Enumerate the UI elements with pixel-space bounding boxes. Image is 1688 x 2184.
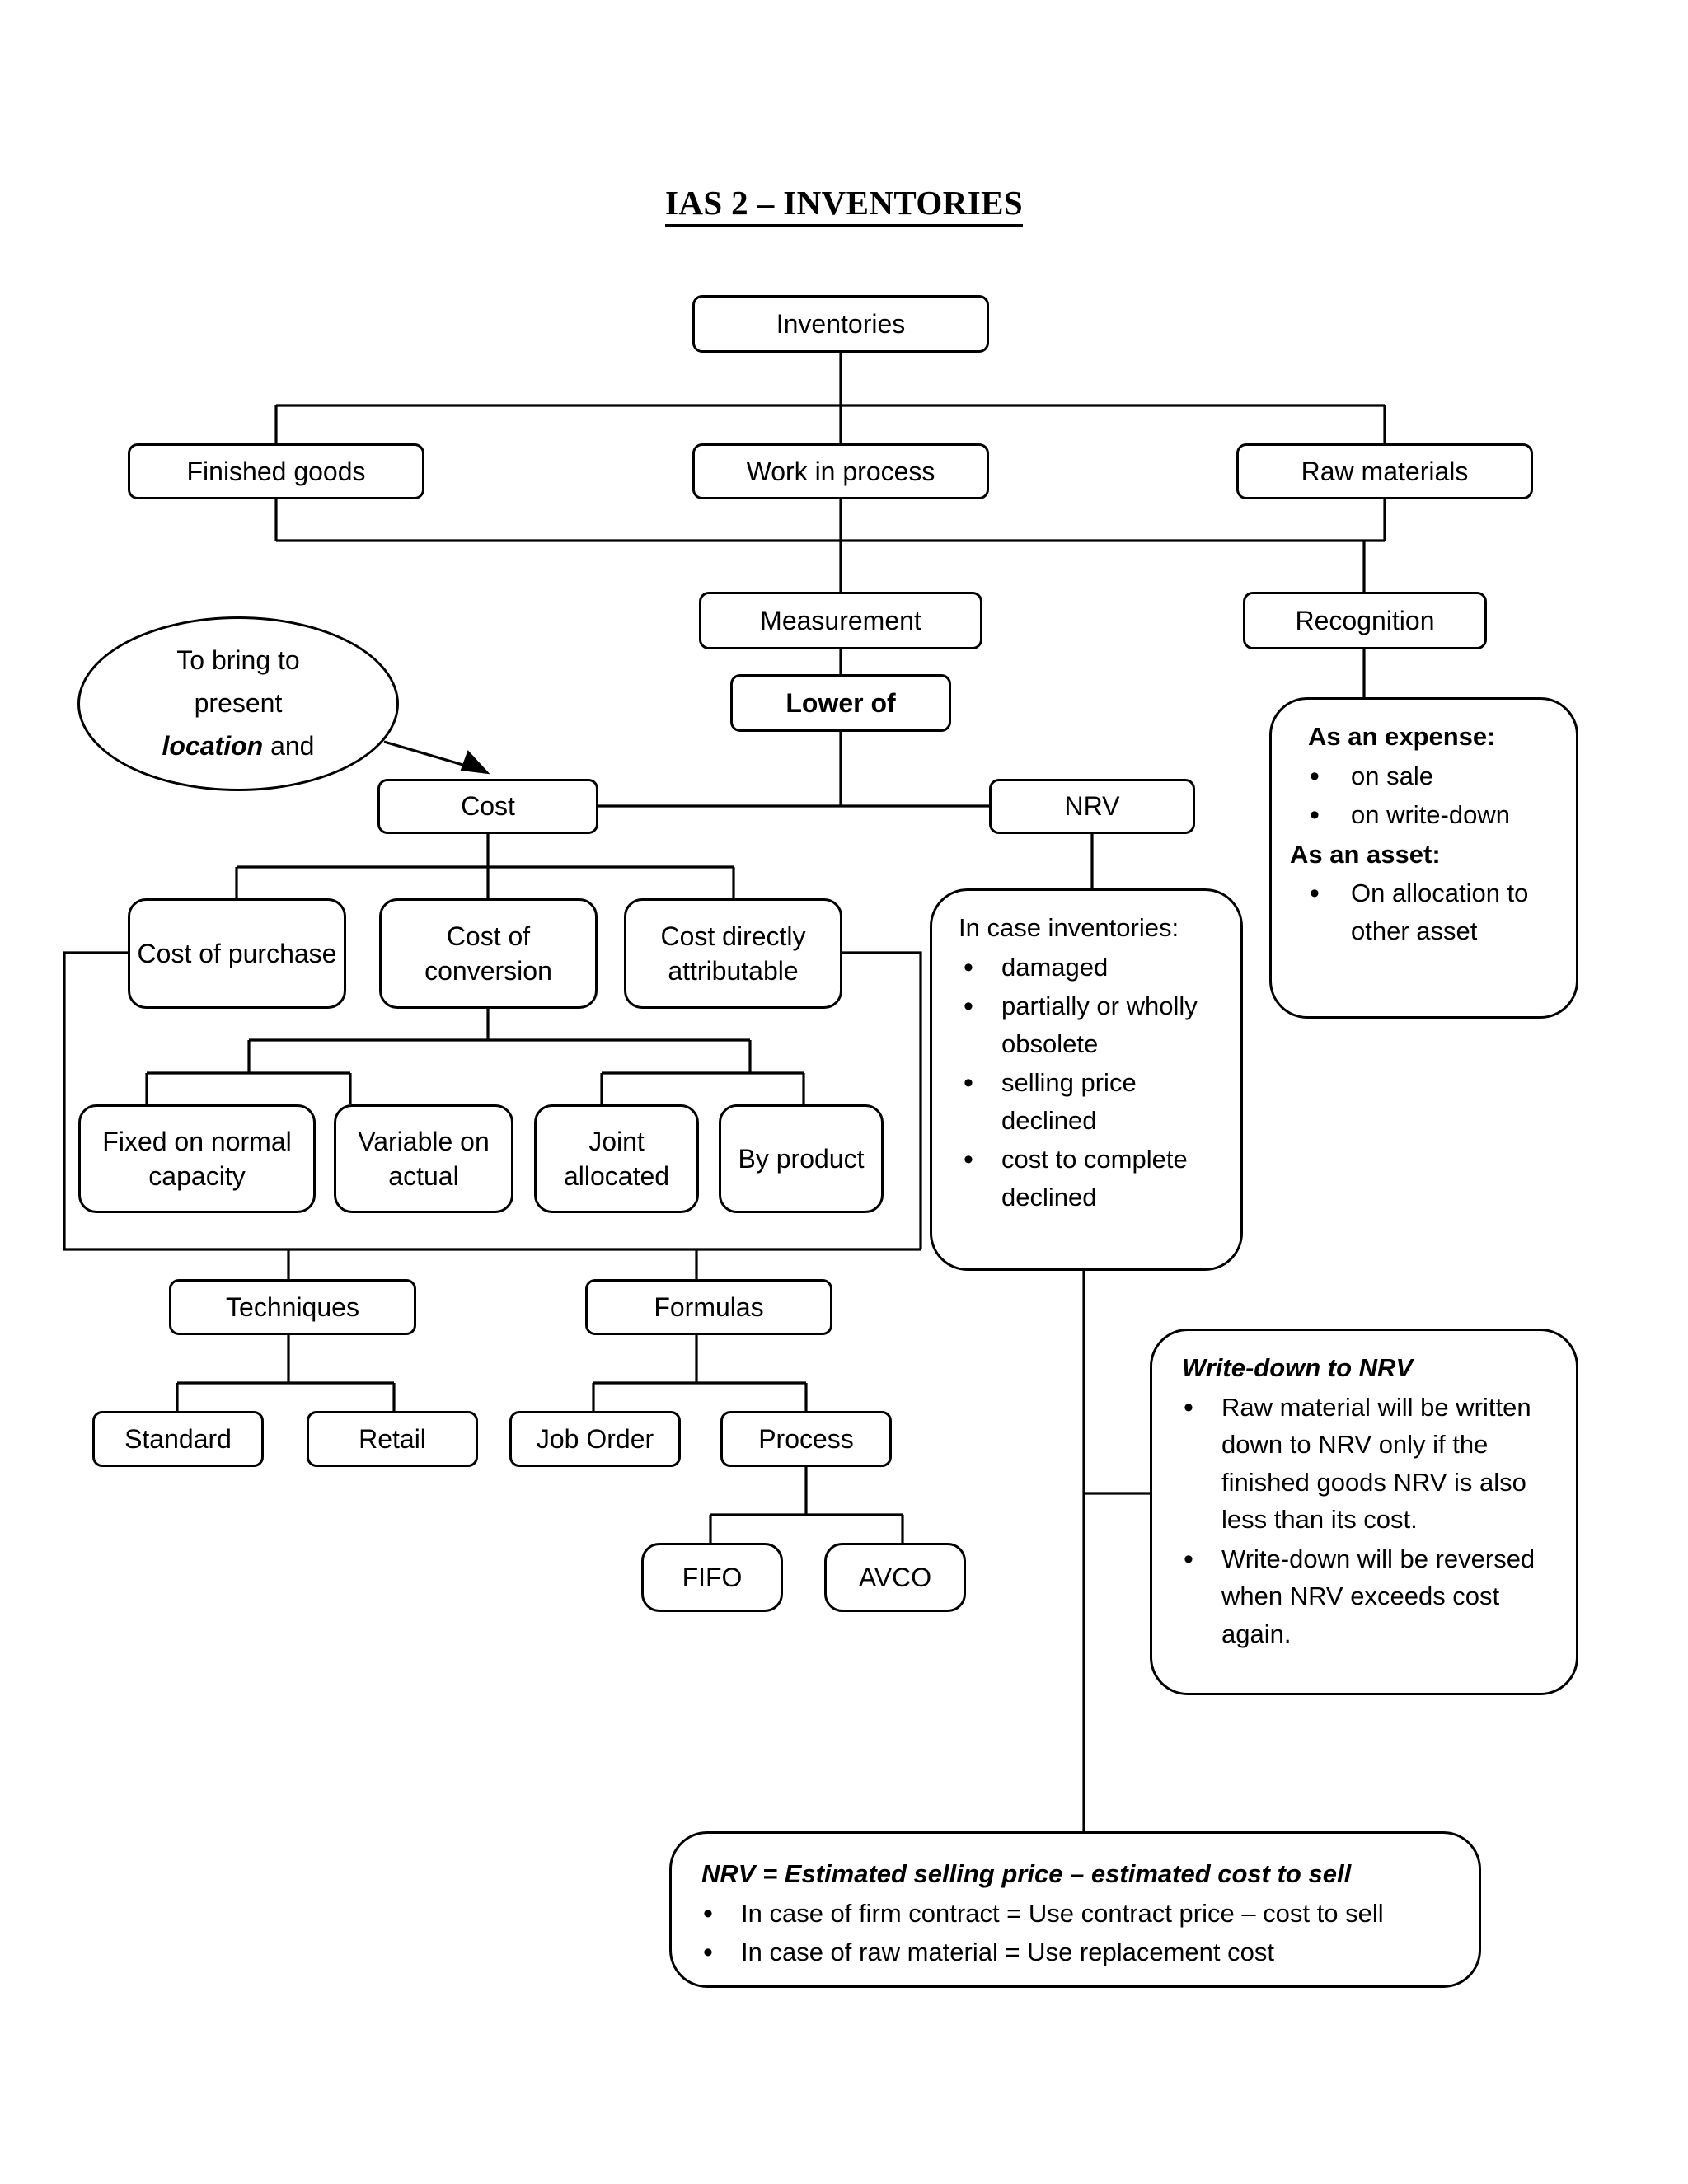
node-lower-of[interactable]: Lower of: [730, 674, 951, 732]
list-item: Raw material will be written down to NRV…: [1170, 1388, 1554, 1539]
node-variable-on-actual-label: Variable on actual: [358, 1126, 490, 1191]
node-cost-directly-attributable[interactable]: Cost directly attributable: [624, 898, 842, 1009]
nrv-formula-heading: NRV = Estimated selling price – estimate…: [701, 1859, 1352, 1888]
list-item: on write-down: [1290, 795, 1554, 836]
node-techniques-label: Techniques: [226, 1291, 359, 1322]
node-standard[interactable]: Standard: [92, 1411, 264, 1467]
node-fifo[interactable]: FIFO: [641, 1543, 783, 1612]
node-cost-label: Cost: [461, 791, 515, 822]
panel-nrv-formula: NRV = Estimated selling price – estimate…: [669, 1831, 1481, 1988]
node-by-product[interactable]: By product: [719, 1104, 884, 1213]
list-item: In case of raw material = Use replacemen…: [690, 1933, 1457, 1973]
node-lower-of-label: Lower of: [785, 687, 896, 718]
node-recognition-label: Recognition: [1295, 605, 1435, 635]
node-inventories-label: Inventories: [776, 308, 906, 339]
node-cost-of-purchase-label: Cost of purchase: [137, 938, 337, 968]
ellipse-line-3: location and: [162, 725, 315, 768]
node-cost[interactable]: Cost: [377, 779, 598, 834]
node-cost-directly-attributable-label: Cost directly attributable: [660, 921, 806, 986]
node-fixed-on-normal-capacity-label: Fixed on normal capacity: [102, 1126, 292, 1191]
list-item: on sale: [1290, 757, 1554, 797]
list-item: partially or wholly obsolete: [950, 987, 1219, 1062]
node-job-order[interactable]: Job Order: [509, 1411, 681, 1467]
list-item: Write-down will be reversed when NRV exc…: [1170, 1540, 1554, 1653]
node-work-in-process-label: Work in process: [746, 456, 935, 486]
node-recognition[interactable]: Recognition: [1243, 592, 1487, 649]
ellipse-line-3-rest: and: [263, 730, 315, 761]
writedown-panel-heading: Write-down to NRV: [1182, 1353, 1414, 1382]
node-cost-of-conversion[interactable]: Cost of conversion: [379, 898, 598, 1009]
node-avco-label: AVCO: [858, 1562, 932, 1592]
node-process[interactable]: Process: [720, 1411, 892, 1467]
nrv-panel-list: damaged partially or wholly obsolete sel…: [950, 948, 1219, 1216]
recognition-asset-list: On allocation to other asset: [1290, 874, 1554, 949]
list-item: selling price declined: [950, 1063, 1219, 1139]
node-fifo-label: FIFO: [682, 1562, 743, 1592]
node-formulas[interactable]: Formulas: [585, 1279, 832, 1335]
list-item: On allocation to other asset: [1290, 874, 1554, 949]
node-techniques[interactable]: Techniques: [169, 1279, 416, 1335]
node-joint-allocated-label: Joint allocated: [563, 1126, 670, 1191]
ellipse-emphasis: location: [162, 730, 264, 761]
writedown-panel-list: Raw material will be written down to NRV…: [1170, 1388, 1554, 1653]
node-finished-goods-label: Finished goods: [186, 456, 366, 486]
node-fixed-on-normal-capacity[interactable]: Fixed on normal capacity: [78, 1104, 316, 1213]
node-nrv-label: NRV: [1064, 791, 1120, 822]
node-nrv[interactable]: NRV: [989, 779, 1195, 834]
list-item: In case of firm contract = Use contract …: [690, 1894, 1457, 1934]
node-cost-of-purchase[interactable]: Cost of purchase: [128, 898, 346, 1009]
node-joint-allocated[interactable]: Joint allocated: [534, 1104, 699, 1213]
node-measurement-label: Measurement: [760, 605, 921, 635]
recognition-asset-heading: As an asset:: [1290, 839, 1441, 869]
panel-nrv-conditions: In case inventories: damaged partially o…: [930, 888, 1243, 1271]
node-raw-materials[interactable]: Raw materials: [1236, 443, 1533, 499]
node-standard-label: Standard: [124, 1423, 232, 1454]
node-retail-label: Retail: [359, 1423, 426, 1454]
node-finished-goods[interactable]: Finished goods: [128, 443, 424, 499]
panel-recognition: As an expense: on sale on write-down As …: [1269, 697, 1578, 1019]
list-item: damaged: [950, 948, 1219, 988]
list-item: cost to complete declined: [950, 1140, 1219, 1216]
page-title: IAS 2 – INVENTORIES: [0, 183, 1688, 227]
nrv-panel-heading: In case inventories:: [959, 913, 1179, 942]
node-inventories[interactable]: Inventories: [692, 295, 989, 353]
node-work-in-process[interactable]: Work in process: [692, 443, 989, 499]
panel-write-down-to-nrv: Write-down to NRV Raw material will be w…: [1150, 1329, 1578, 1695]
node-job-order-label: Job Order: [536, 1423, 654, 1454]
node-by-product-label: By product: [738, 1143, 865, 1174]
recognition-expense-list: on sale on write-down: [1290, 757, 1554, 837]
node-variable-on-actual[interactable]: Variable on actual: [334, 1104, 513, 1213]
node-formulas-label: Formulas: [654, 1291, 764, 1322]
node-measurement[interactable]: Measurement: [699, 592, 982, 649]
node-process-label: Process: [758, 1423, 854, 1454]
node-retail[interactable]: Retail: [307, 1411, 478, 1467]
ellipse-line-1: To bring to: [176, 645, 300, 676]
nrv-formula-list: In case of firm contract = Use contract …: [690, 1894, 1457, 1974]
node-cost-of-conversion-label: Cost of conversion: [424, 921, 552, 986]
node-bring-to-present-location: To bring to present location and: [77, 616, 399, 791]
ellipse-line-2: present: [194, 688, 283, 719]
recognition-expense-heading: As an expense:: [1308, 722, 1496, 751]
node-avco[interactable]: AVCO: [824, 1543, 966, 1612]
node-raw-materials-label: Raw materials: [1301, 456, 1469, 486]
